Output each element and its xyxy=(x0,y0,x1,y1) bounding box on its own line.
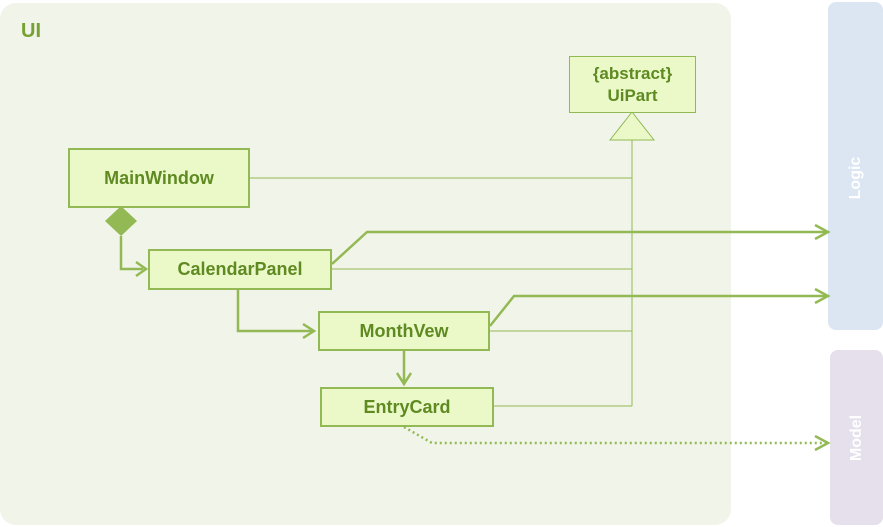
association-calendar-month xyxy=(236,290,312,333)
association-calendar-logic-arrowhead xyxy=(814,223,831,241)
class-uipart: {abstract} UiPart xyxy=(569,56,696,113)
class-mainwindow: MainWindow xyxy=(68,148,250,208)
composition-line xyxy=(119,236,143,271)
model-component: Model xyxy=(830,350,883,525)
class-monthview: MonthVew xyxy=(318,311,490,351)
mainwindow-name: MainWindow xyxy=(104,167,214,188)
ui-package-label: UI xyxy=(21,20,41,42)
association-month-logic xyxy=(489,294,826,327)
association-calendar-month-arrowhead xyxy=(302,322,317,340)
class-calendarpanel: CalendarPanel xyxy=(148,249,332,290)
dependency-entry-model-arrowhead xyxy=(814,434,831,452)
monthview-name: MonthVew xyxy=(359,320,449,341)
class-entrycard: EntryCard xyxy=(320,387,494,427)
calendarpanel-name: CalendarPanel xyxy=(177,259,303,280)
composition-arrowhead xyxy=(135,260,149,278)
composition-diamond xyxy=(105,206,137,236)
association-month-entry-arrowhead xyxy=(395,372,413,387)
logic-component: Logic xyxy=(828,2,883,330)
entrycard-name: EntryCard xyxy=(363,396,451,417)
uipart-stereotype: {abstract} xyxy=(592,64,673,84)
association-calendar-logic xyxy=(331,230,826,265)
association-month-logic-arrowhead xyxy=(814,287,831,305)
generalization-triangle xyxy=(608,111,656,141)
uipart-name: UiPart xyxy=(607,85,658,105)
dependency-entry-model xyxy=(403,425,826,445)
